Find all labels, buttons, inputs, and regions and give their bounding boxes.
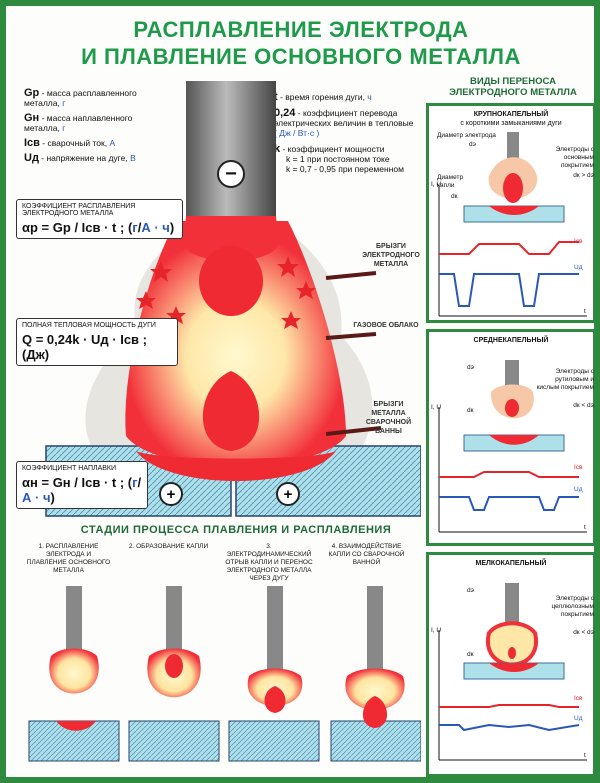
formula-melting-coef: КОЭФФИЦИЕНТ РАСПЛАВЛЕНИЯ ЭЛЕКТРОДНОГО МЕ…	[16, 199, 183, 239]
panel3-cond: dк < dэ	[573, 629, 594, 636]
arrow-spray	[325, 271, 377, 280]
minus-terminal	[217, 160, 245, 188]
panel3-dk: dк	[467, 651, 474, 658]
panel3-current-label: Iсв	[574, 695, 583, 702]
legend-gn: Gн - масса наплавленного металла, г	[24, 112, 133, 134]
legend-024: 0,24 - коэффициент перевода электрически…	[274, 107, 414, 139]
stage-1-caption: 1. РАСПЛАВЛЕНИЕ ЭЛЕКТРОДА И ПЛАВЛЕНИЕ ОС…	[26, 543, 111, 574]
panel2-cond: dк < dэ	[573, 402, 594, 409]
stage-1-figure	[28, 586, 120, 762]
stage-3-figure	[228, 586, 320, 762]
stages-title: СТАДИИ ПРОЦЕССА ПЛАВЛЕНИЯ И РАСПЛАВЛЕНИЯ	[80, 524, 392, 536]
legend-right: t - время горения дуги, ч 0,24 - коэффиц…	[274, 92, 416, 175]
plus-terminal-right	[276, 482, 300, 506]
main-illustration: − + +	[45, 81, 421, 517]
callout-pool-spray: БРЫЗГИ МЕТАЛЛА СВАРОЧНОЙ ВАННЫ	[365, 401, 412, 435]
panel2-axis-x: t	[584, 524, 586, 531]
panel2-desc: Электроды с рутиловым и кислым покрытием	[536, 368, 594, 391]
legend-k: k - коэффициент мощности k = 1 при посто…	[274, 144, 416, 175]
legend-k-ac: k = 0,7 - 0,95 при переменном	[286, 164, 404, 174]
legend-isv: Iсв - сварочный ток, А	[24, 137, 116, 149]
legend-left: Gр - масса расплавленного металла, г Gн …	[24, 87, 154, 164]
electrode-tip-melt	[184, 216, 278, 261]
panel3-axis-y: I, U	[431, 627, 442, 634]
panel1-current-label: Iсв	[574, 238, 583, 245]
panel1-axis-y: I, U	[431, 181, 442, 188]
panel-fine-drop: МЕЛКОКАПЕЛЬНЫЙ dэ dк Электроды с целлюло…	[426, 552, 596, 777]
legend-ud: Uд - напряжение на дуге, В	[24, 152, 136, 164]
legend-k-dc: k = 1 при постоянном токе	[286, 154, 390, 164]
formula2-expression: Q = 0,24k · Uд · Iсв ; (Дж)	[22, 332, 147, 362]
plus-terminal-left	[159, 482, 183, 506]
panel2-voltage-label: Uд	[574, 486, 583, 493]
callout-electrode-spray: БРЫЗГИ ЭЛЕКТРОДНОГО МЕТАЛЛА	[362, 243, 420, 268]
droplet-lower	[202, 371, 260, 451]
panel3-graphic	[438, 583, 587, 761]
panel1-drop-diam-label: Диаметр капли	[437, 174, 464, 189]
panel2-graphic	[438, 360, 587, 533]
panel3-desc: Электроды с целлюлозным покрытием	[551, 595, 595, 618]
stage-4-caption: 4. ВЗАИМОДЕЙСТВИЕ КАПЛИ СО СВАРОЧНОЙ ВАН…	[328, 543, 405, 566]
formula3-caption: КОЭФФИЦИЕНТ НАПЛАВКИ	[22, 465, 117, 472]
page-number: 2	[582, 765, 586, 772]
minus-sign: −	[225, 163, 237, 185]
panel1-desc: Электроды с основным покрытием	[555, 146, 594, 169]
formula1-caption: КОЭФФИЦИЕНТ РАСПЛАВЛЕНИЯ ЭЛЕКТРОДНОГО МЕ…	[22, 203, 136, 217]
arrow-pool	[325, 426, 382, 436]
stage-2-figure	[128, 586, 220, 762]
callout-gas-cloud: ГАЗОВОЕ ОБЛАКО	[353, 322, 419, 329]
panel1-de: dэ	[469, 141, 476, 148]
weld-pool	[136, 451, 336, 481]
panel2-de: dэ	[467, 364, 474, 371]
plus-sign-left: +	[167, 486, 176, 503]
formula-arc-power: ПОЛНАЯ ТЕПЛОВАЯ МОЩНОСТЬ ДУГИ Q = 0,24k …	[16, 318, 178, 366]
page-title: РАСПЛАВЛЕНИЕ ЭЛЕКТРОДА И ПЛАВЛЕНИЕ ОСНОВ…	[66, 16, 536, 70]
panel-medium-drop: СРЕДНЕКАПЕЛЬНЫЙ dэ dк Электроды с рутило…	[426, 329, 596, 546]
stage-4-figure	[330, 586, 421, 762]
formula1-expression: αр = Gр / Iсв · t ; (г/А · ч)	[22, 220, 175, 235]
stage-3-caption: 3. ЭЛЕКТРОДИНАМИЧЕСКИЙ ОТРЫВ КАПЛИ И ПЕР…	[225, 543, 313, 582]
panel2-current-label: Iсв	[574, 464, 583, 471]
electrode-rod	[186, 81, 276, 226]
panel3-de: dэ	[467, 587, 474, 594]
plus-sign-right: +	[284, 486, 293, 503]
panel1-voltage-label: Uд	[574, 264, 583, 271]
panel1-cond: dк > dэ	[573, 172, 594, 179]
formula3-expression: αн = Gн / Iсв · t ; (г/А · ч)	[22, 475, 142, 505]
panel1-dk: dк	[451, 193, 458, 200]
panel1-graphic	[438, 132, 587, 317]
panel2-title: СРЕДНЕКАПЕЛЬНЫЙ	[473, 337, 549, 344]
stages-illustration	[28, 586, 421, 762]
title-line-1: РАСПЛАВЛЕНИЕ ЭЛЕКТРОДА	[133, 17, 469, 42]
panel1-axis-x: t	[584, 308, 586, 315]
panel2-axis-y: I, U	[431, 404, 442, 411]
panel3-title: МЕЛКОКАПЕЛЬНЫЙ	[475, 560, 547, 567]
legend-gr: Gр - масса расплавленного металла, г	[24, 87, 137, 109]
arc-column	[125, 221, 346, 466]
title-line-2: И ПЛАВЛЕНИЕ ОСНОВНОГО МЕТАЛЛА	[81, 44, 521, 69]
formula-deposition-coef: КОЭФФИЦИЕНТ НАПЛАВКИ αн = Gн / Iсв · t ;…	[16, 461, 148, 509]
transfer-types-title: ВИДЫ ПЕРЕНОСА ЭЛЕКТРОДНОГО МЕТАЛЛА	[449, 76, 577, 98]
arrow-cloud	[325, 332, 377, 340]
stage-2-caption: 2. ОБРАЗОВАНИЕ КАПЛИ	[128, 543, 209, 550]
droplet-upper	[199, 246, 263, 316]
panel1-electrode-diam-label: Диаметр электрода	[437, 132, 496, 139]
panel3-axis-x: t	[584, 752, 586, 759]
panel3-voltage-label: Uд	[574, 715, 583, 722]
panel2-dk: dк	[467, 407, 474, 414]
formula2-caption: ПОЛНАЯ ТЕПЛОВАЯ МОЩНОСТЬ ДУГИ	[22, 322, 156, 329]
